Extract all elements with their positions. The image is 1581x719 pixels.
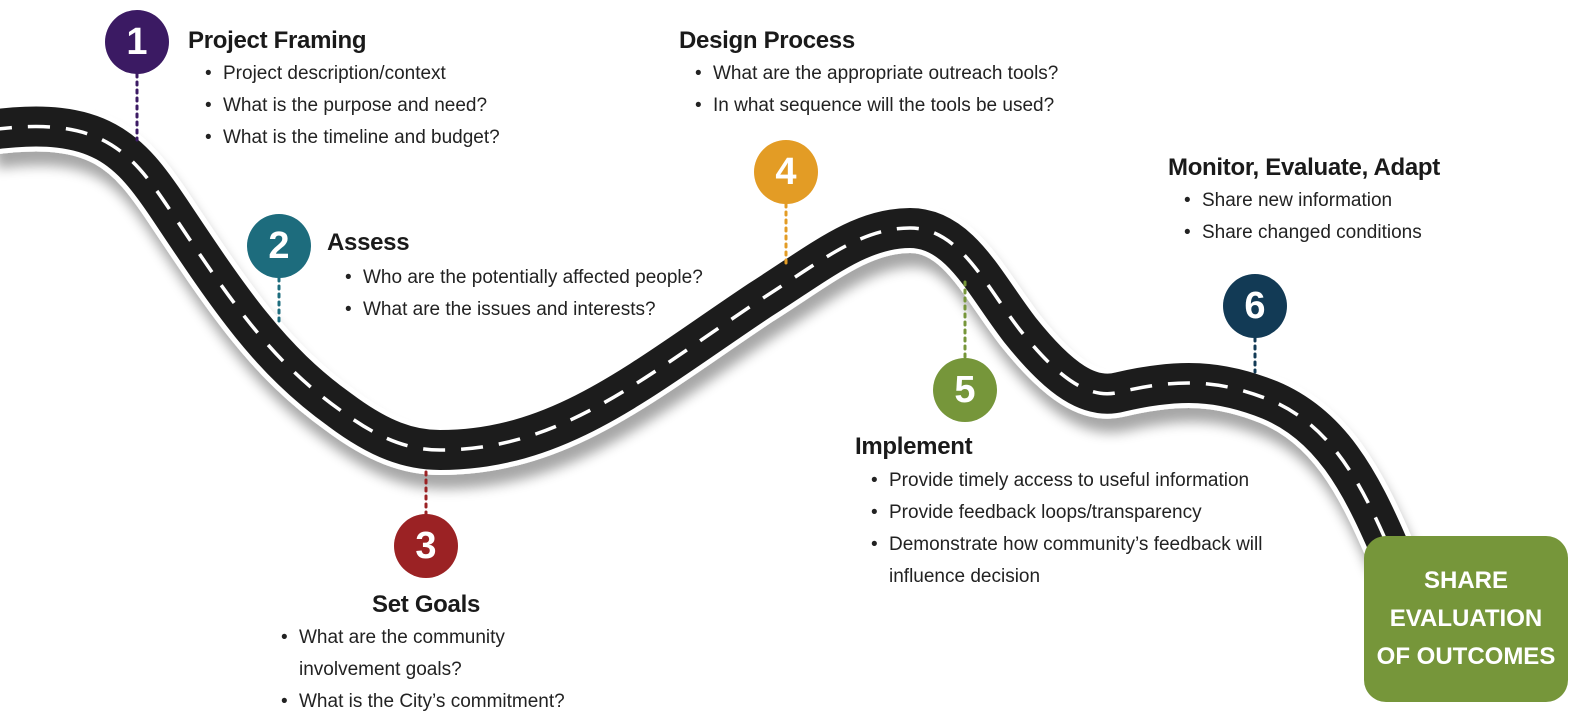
final-box-line-1: SHARE xyxy=(1423,567,1508,594)
list-item: Share new information xyxy=(1184,185,1422,217)
stage-1-marker: 1 xyxy=(105,10,169,74)
stage-2-list: Who are the potentially affected people?… xyxy=(345,262,703,326)
stage-6-marker: 6 xyxy=(1223,274,1287,338)
list-item: Provide timely access to useful informat… xyxy=(871,465,1291,497)
stage-6-list: Share new information Share changed cond… xyxy=(1184,185,1422,249)
list-item: What is the purpose and need? xyxy=(205,90,500,122)
stage-4-title: Design Process xyxy=(679,27,855,54)
list-item: Project description/context xyxy=(205,58,500,90)
stage-5-marker: 5 xyxy=(933,358,997,422)
stage-3-title: Set Goals xyxy=(372,591,481,618)
stage-2-title: Assess xyxy=(327,229,410,256)
stage-3-marker: 3 xyxy=(394,514,458,578)
stage-4-list: What are the appropriate outreach tools?… xyxy=(695,58,1058,122)
list-item: In what sequence will the tools be used? xyxy=(695,90,1058,122)
share-evaluation-box: SHARE EVALUATION OF OUTCOMES xyxy=(1364,536,1568,702)
road xyxy=(0,101,1413,560)
list-item: Provide feedback loops/transparency xyxy=(871,497,1291,529)
list-item: What is the City’s commitment? xyxy=(281,686,565,718)
list-item: What is the timeline and budget? xyxy=(205,122,500,154)
list-item: Share changed conditions xyxy=(1184,217,1422,249)
stage-1-title: Project Framing xyxy=(188,27,367,54)
stage-4-marker: 4 xyxy=(754,140,818,204)
stage-6-title: Monitor, Evaluate, Adapt xyxy=(1168,154,1440,181)
list-item: Who are the potentially affected people? xyxy=(345,262,703,294)
list-item: Demonstrate how community’s feedback wil… xyxy=(871,529,1291,593)
stage-1-list: Project description/context What is the … xyxy=(205,58,500,154)
stage-3-list: What are the community involvement goals… xyxy=(281,622,565,718)
stage-2-marker: 2 xyxy=(247,214,311,278)
list-item: What are the issues and interests? xyxy=(345,294,703,326)
final-box-line-2: EVALUATION xyxy=(1389,605,1543,632)
stage-5-title: Implement xyxy=(855,433,973,460)
stage-5-list: Provide timely access to useful informat… xyxy=(871,465,1291,593)
list-item: What are the community involvement goals… xyxy=(281,622,531,686)
list-item: What are the appropriate outreach tools? xyxy=(695,58,1058,90)
final-box-line-3: OF OUTCOMES xyxy=(1376,643,1556,670)
